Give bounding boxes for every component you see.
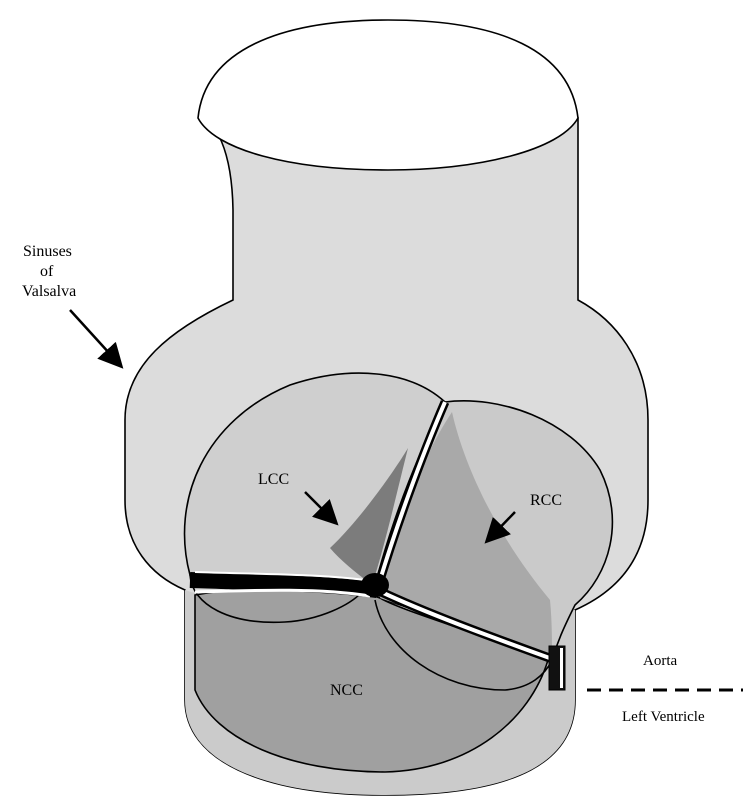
lcc-label: LCC	[258, 471, 289, 488]
commissure-left-white	[194, 588, 371, 598]
lcc-arrow	[304, 491, 339, 526]
lcc-lower-arc	[189, 574, 363, 624]
rcc-arrow	[484, 511, 516, 544]
rcc-shadow	[380, 412, 552, 660]
commissure-left	[189, 572, 378, 598]
aorta-top-opening	[197, 19, 579, 171]
sinuses-arrow	[69, 309, 124, 369]
aorta-label: Aorta	[643, 653, 677, 669]
commissure-center	[361, 573, 389, 597]
sinuses-label-line2: of	[40, 263, 54, 280]
commissure-upper-white	[375, 401, 447, 591]
commissure-end-block-highlight	[560, 648, 563, 688]
commissure-left-white-2	[194, 571, 366, 581]
rcc-label: RCC	[530, 492, 562, 509]
lcc-shadow	[330, 448, 408, 585]
sinuses-label-line1: Sinuses	[23, 243, 72, 260]
rcc-lower-arc	[374, 599, 553, 691]
commissure-right-white	[376, 588, 556, 662]
left-ventricle-label: Left Ventricle	[622, 709, 705, 725]
ncc-label: NCC	[330, 682, 363, 699]
sinuses-label-line3: Valsalva	[22, 283, 76, 300]
